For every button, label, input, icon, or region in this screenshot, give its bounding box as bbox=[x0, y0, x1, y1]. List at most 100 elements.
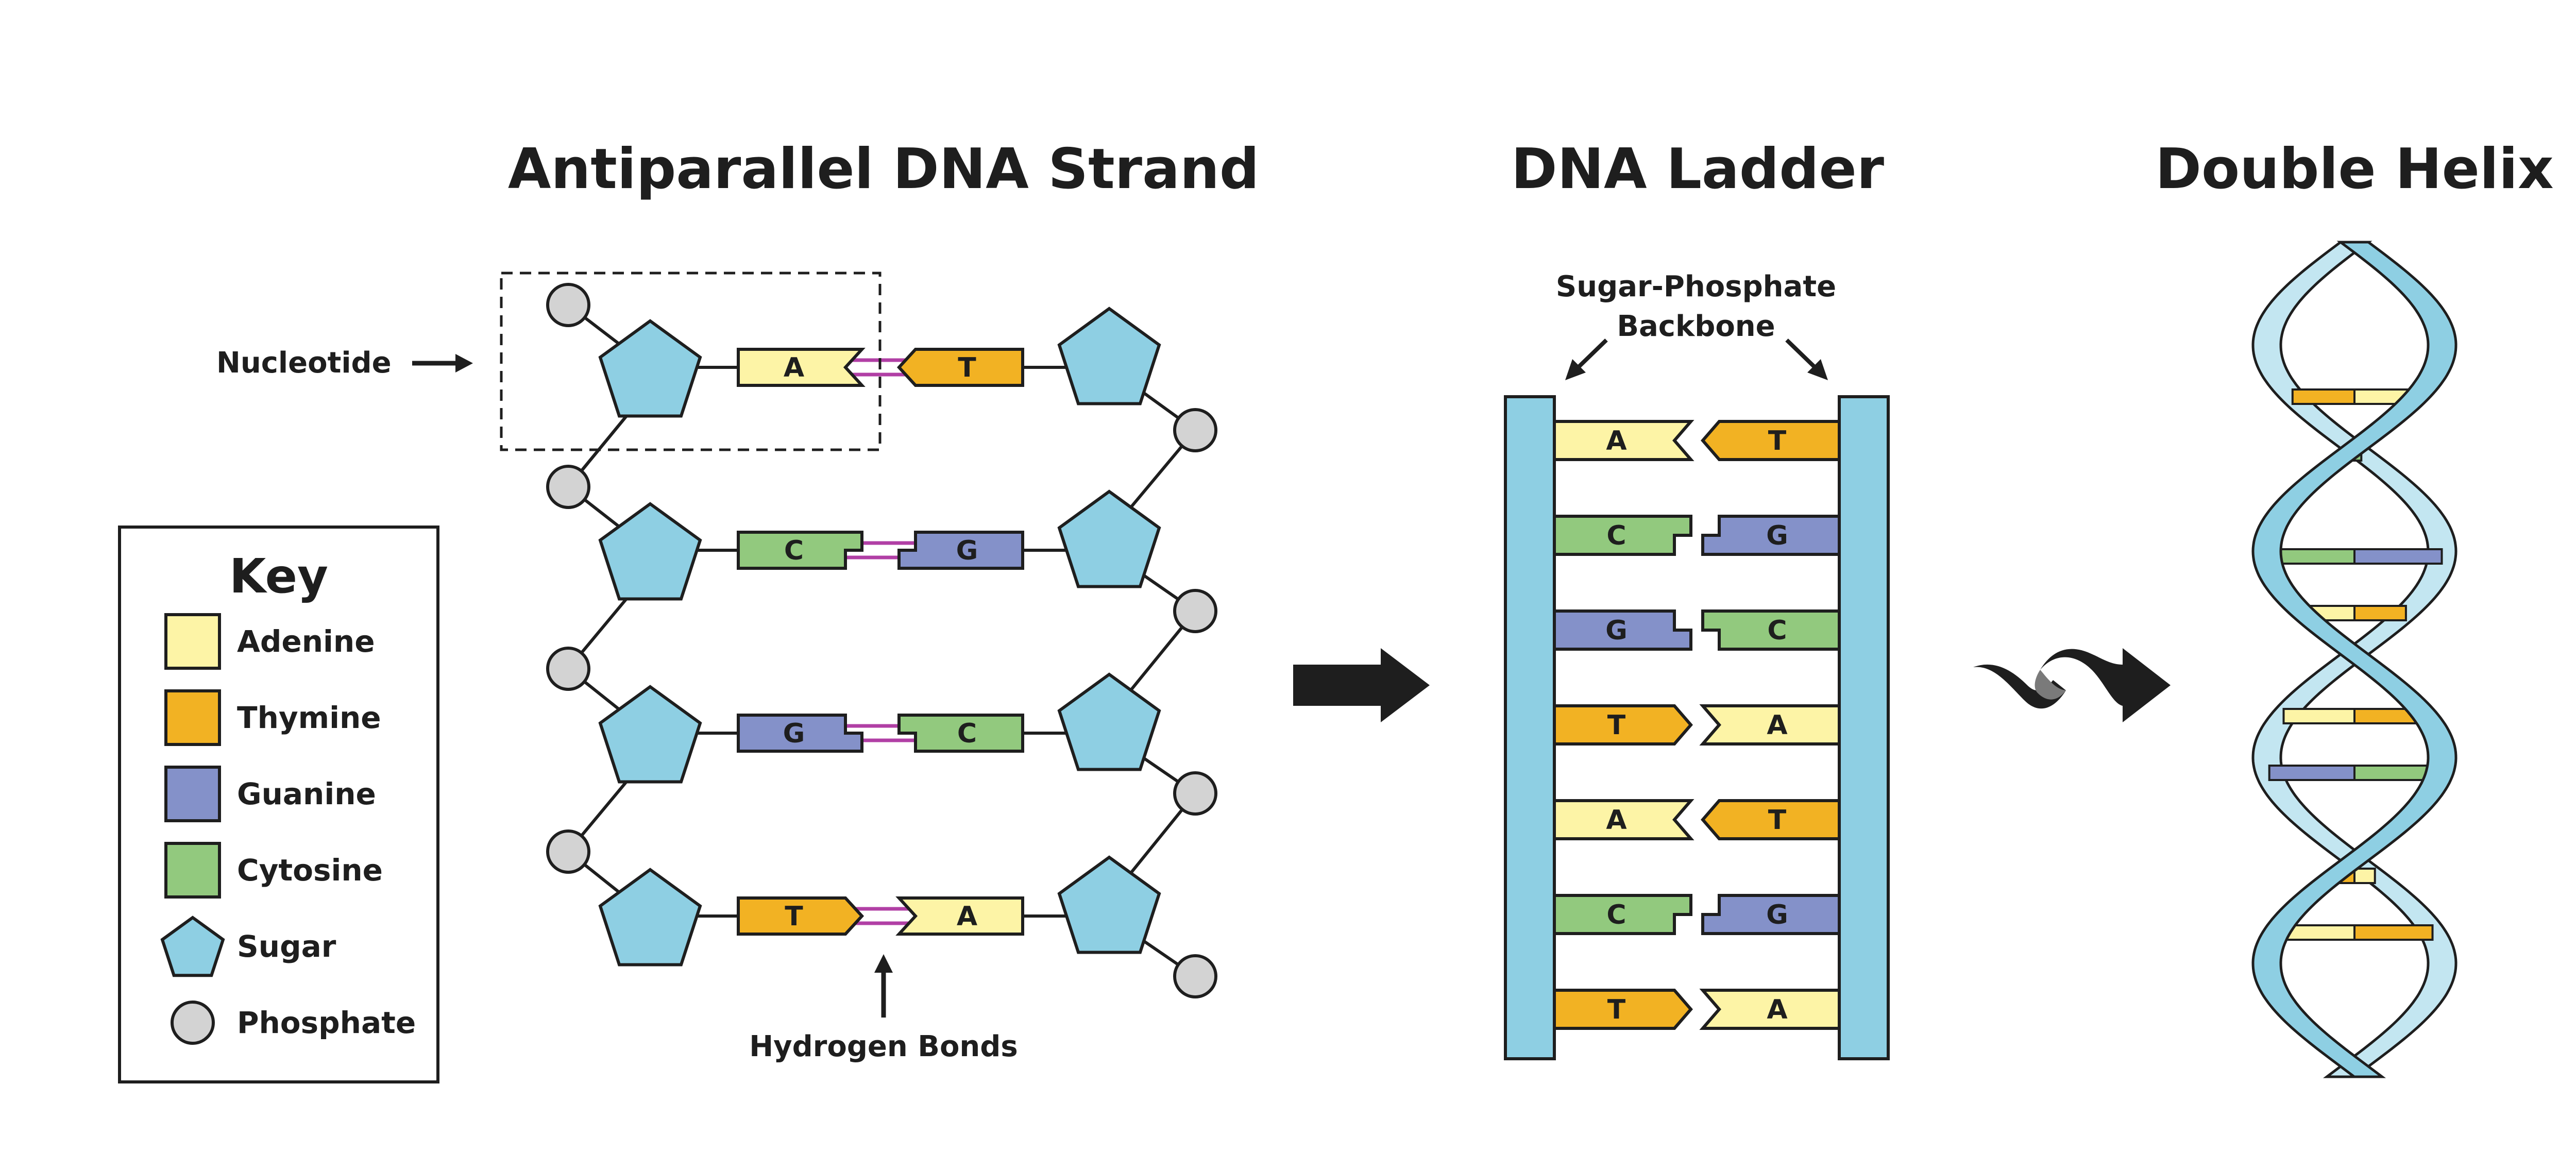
key-legend: Key AdenineThymineGuanineCytosineSugarPh… bbox=[118, 526, 439, 1083]
transform-arrow bbox=[1293, 648, 1430, 722]
strand-base-left-guanine bbox=[737, 714, 863, 753]
phosphate bbox=[1173, 954, 1217, 998]
ladder-base-right-letter: G bbox=[1766, 520, 1788, 551]
ladder-base-left-letter: A bbox=[1606, 426, 1626, 456]
ladder-backbone-left bbox=[1504, 395, 1556, 1060]
key-label-cytosine: Cytosine bbox=[237, 853, 383, 888]
ladder-base-left-letter: T bbox=[1607, 710, 1626, 741]
helix-rung-left bbox=[2291, 388, 2355, 405]
title-helix: Double Helix bbox=[2155, 137, 2553, 201]
helix-rung-right bbox=[2353, 605, 2407, 621]
strand-base-left-letter: G bbox=[783, 718, 805, 749]
helix-rung-right bbox=[2353, 868, 2376, 884]
key-swatch-phosphate bbox=[171, 1001, 215, 1045]
phosphate bbox=[546, 647, 590, 691]
key-swatch-adenine bbox=[164, 613, 221, 670]
ladder-base-right-adenine bbox=[1699, 989, 1841, 1030]
backbone-arrow-left bbox=[1565, 338, 1608, 380]
sugar bbox=[1057, 672, 1161, 771]
helix-rung-right bbox=[2353, 924, 2434, 941]
strand-base-right-letter: A bbox=[957, 901, 977, 932]
ladder-base-right-adenine bbox=[1699, 704, 1841, 746]
ladder-base-right-thymine bbox=[1701, 420, 1841, 461]
sugar bbox=[1057, 855, 1161, 954]
sugar bbox=[598, 502, 702, 601]
ladder-base-right-thymine bbox=[1701, 799, 1841, 840]
strand-base-left-thymine bbox=[737, 896, 865, 936]
hydrogen-bonds-arrow bbox=[874, 954, 893, 1018]
nucleotide-arrow bbox=[412, 354, 473, 372]
sugar bbox=[1057, 489, 1161, 588]
strand-base-right-thymine bbox=[896, 348, 1024, 387]
antiparallel-strand: A T C G G C T A bbox=[546, 283, 1217, 998]
ladder-backbone-right bbox=[1838, 395, 1890, 1060]
ladder-base-left-thymine bbox=[1553, 704, 1693, 746]
sugar bbox=[598, 319, 702, 418]
ladder-base-left-cytosine bbox=[1553, 515, 1692, 556]
backbone-label-line1: Sugar-Phosphate bbox=[1556, 270, 1836, 303]
phosphate bbox=[546, 283, 590, 327]
key-label-guanine: Guanine bbox=[237, 776, 376, 811]
key-label-thymine: Thymine bbox=[237, 700, 381, 735]
key-swatch-cytosine bbox=[164, 842, 221, 899]
ladder-base-right-letter: T bbox=[1768, 426, 1787, 456]
ladder-base-left-letter: G bbox=[1605, 615, 1628, 646]
title-antiparallel: Antiparallel DNA Strand bbox=[508, 137, 1259, 201]
hydrogen-bonds-label: Hydrogen Bonds bbox=[749, 1030, 1018, 1063]
ladder-base-right-letter: T bbox=[1768, 805, 1787, 836]
helix-rung-left bbox=[2282, 708, 2355, 724]
strand-base-right-adenine bbox=[895, 896, 1024, 936]
backbone-label-line2: Backbone bbox=[1617, 310, 1775, 343]
strand-base-right-guanine bbox=[897, 531, 1024, 570]
phosphate bbox=[546, 465, 590, 509]
nucleotide-label: Nucleotide bbox=[216, 346, 392, 380]
sugar bbox=[598, 685, 702, 784]
ladder-base-left-cytosine bbox=[1553, 894, 1692, 935]
helix-rung-left bbox=[2268, 765, 2356, 781]
key-swatch-guanine bbox=[164, 766, 221, 822]
twist-arrow bbox=[1973, 648, 2171, 722]
sugar bbox=[1057, 307, 1161, 405]
key-label-adenine: Adenine bbox=[237, 624, 375, 659]
backbone-arrow-right bbox=[1785, 338, 1828, 380]
ladder-base-left-letter: C bbox=[1606, 520, 1626, 551]
phosphate bbox=[1173, 408, 1217, 452]
key-label-sugar: Sugar bbox=[237, 929, 336, 964]
strand-base-left-cytosine bbox=[737, 531, 863, 570]
ladder-base-left-adenine bbox=[1553, 420, 1694, 461]
ladder-base-right-guanine bbox=[1701, 894, 1841, 935]
key-swatch-thymine bbox=[164, 689, 221, 746]
double-helix bbox=[2251, 241, 2458, 1078]
ladder-base-left-adenine bbox=[1553, 799, 1694, 840]
key-items: AdenineThymineGuanineCytosineSugarPhosph… bbox=[160, 613, 416, 1045]
key-swatch-sugar bbox=[160, 916, 225, 977]
strand-base-right-letter: C bbox=[957, 718, 977, 749]
title-ladder: DNA Ladder bbox=[1511, 137, 1884, 201]
sugar bbox=[598, 868, 702, 967]
ladder-base-left-thymine bbox=[1553, 989, 1693, 1030]
ladder-base-left-guanine bbox=[1553, 609, 1692, 651]
strand-base-left-letter: C bbox=[784, 535, 804, 566]
ladder-base-right-letter: C bbox=[1767, 615, 1787, 646]
ladder-base-right-letter: A bbox=[1767, 994, 1787, 1025]
phosphate bbox=[1173, 771, 1217, 816]
ladder-base-left-letter: A bbox=[1606, 805, 1626, 836]
strand-base-right-letter: G bbox=[956, 535, 978, 566]
ladder-base-right-letter: A bbox=[1767, 710, 1787, 741]
ladder-base-left-letter: C bbox=[1606, 900, 1626, 930]
strand-base-right-letter: T bbox=[958, 352, 976, 383]
phosphate bbox=[546, 829, 590, 874]
ladder-base-right-letter: G bbox=[1766, 900, 1788, 930]
strand-base-left-letter: A bbox=[784, 352, 804, 383]
helix-backbone-front bbox=[2251, 241, 2458, 1078]
ladder-base-right-guanine bbox=[1701, 515, 1841, 556]
ladder-base-right-cytosine bbox=[1701, 609, 1841, 651]
key-label-phosphate: Phosphate bbox=[237, 1005, 416, 1040]
strand-base-right-cytosine bbox=[897, 714, 1024, 753]
key-title: Key bbox=[229, 549, 328, 604]
strand-base-left-letter: T bbox=[785, 901, 803, 932]
nucleotide-outline bbox=[500, 272, 882, 451]
phosphate bbox=[1173, 589, 1217, 633]
